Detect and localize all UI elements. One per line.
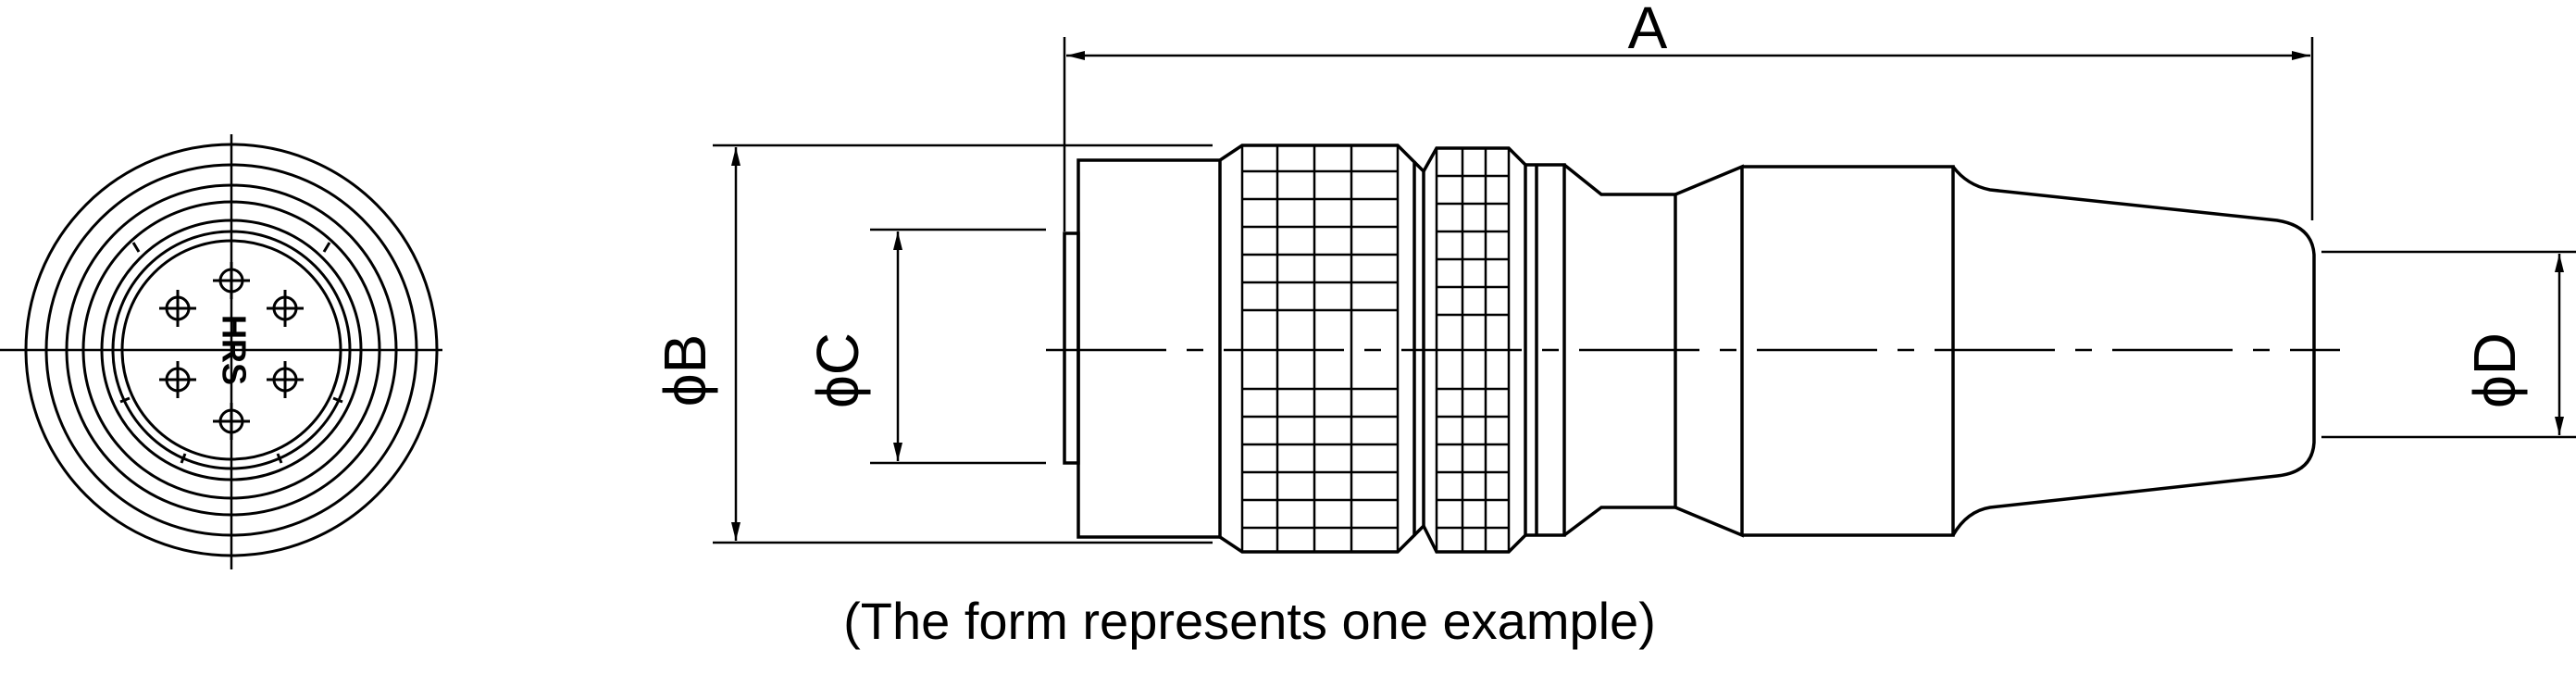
dim-c-label: ϕC [804, 332, 871, 408]
side-view [1046, 144, 2340, 554]
coupling-nut-body [1219, 144, 1416, 554]
coupling-nut-body-2 [1422, 146, 1527, 554]
front-view [0, 134, 442, 569]
front-shell [1076, 158, 1222, 539]
contact-pin [267, 290, 304, 327]
front-key-notches [119, 242, 343, 464]
contact-pin [213, 262, 250, 299]
contact-pins [159, 262, 304, 440]
dimension-lines [713, 37, 2576, 544]
cable-boot [1951, 165, 2316, 536]
dim-b-label: ϕB [652, 334, 718, 407]
front-center-lines [0, 134, 442, 569]
rib-section [1525, 163, 1566, 537]
contact-pin [213, 403, 250, 440]
caption: (The form represents one example) [843, 592, 1656, 650]
knurl-grid-1 [1240, 145, 1400, 552]
groove [1412, 160, 1425, 537]
dim-d-label: ϕD [2461, 332, 2528, 408]
front-shell-step [1063, 231, 1080, 465]
dim-a-label: A [1628, 0, 1668, 61]
contact-pin [159, 361, 196, 398]
contact-pin [159, 290, 196, 327]
contact-pin [267, 361, 304, 398]
hrs-logo-mark: HRS [215, 315, 253, 385]
cable-clamp-taper [1674, 164, 1744, 538]
